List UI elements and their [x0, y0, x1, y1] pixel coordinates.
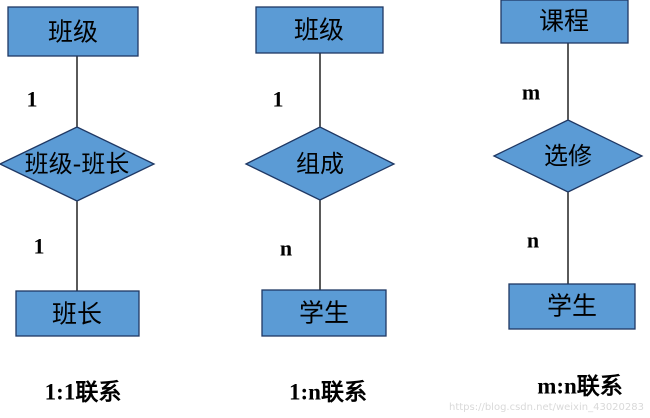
entity-class-label: 班级	[294, 16, 344, 45]
relationship-class-monitor-diamond	[0, 126, 156, 202]
relationship-compose-diamond	[244, 126, 396, 201]
caption-one-to-one: 1:1联系	[45, 380, 122, 405]
cardinality-top: m	[522, 80, 540, 105]
entity-monitor-label: 班长	[52, 300, 102, 329]
entity-student-box	[508, 283, 636, 330]
caption-one-to-many: 1:n联系	[289, 380, 367, 405]
entity-class-label: 班级	[48, 18, 98, 47]
watermark: https://blog.csdn.net/weixin_43020283	[449, 402, 644, 413]
entity-student-label: 学生	[547, 292, 597, 321]
er-group-many-to-many: 课程 选修 学生 m n m:n联系	[492, 0, 644, 399]
cardinality-bottom: n	[527, 228, 539, 253]
relationship-compose-label: 组成	[296, 150, 344, 178]
cardinality-top: 1	[273, 87, 284, 112]
entity-course-box	[500, 0, 629, 44]
er-group-one-to-many: 班级 组成 学生 1 n 1:n联系	[244, 6, 396, 405]
relationship-elective-diamond	[492, 119, 644, 193]
entity-course-label: 课程	[539, 7, 589, 36]
relationship-elective-label: 选修	[544, 142, 592, 170]
caption-many-to-many: m:n联系	[537, 374, 623, 399]
entity-class-box	[255, 6, 384, 54]
cardinality-bottom: 1	[34, 234, 45, 259]
entity-student-box	[261, 289, 387, 337]
entity-class-box	[7, 6, 139, 57]
entity-monitor-box	[15, 290, 140, 337]
relationship-class-monitor-label: 班级-班长	[25, 150, 130, 178]
er-group-one-to-one: 班级 班级-班长 班长 1 1 1:1联系	[0, 6, 156, 405]
entity-student-label: 学生	[299, 299, 349, 328]
cardinality-bottom: n	[280, 236, 292, 261]
cardinality-top: 1	[27, 87, 38, 112]
